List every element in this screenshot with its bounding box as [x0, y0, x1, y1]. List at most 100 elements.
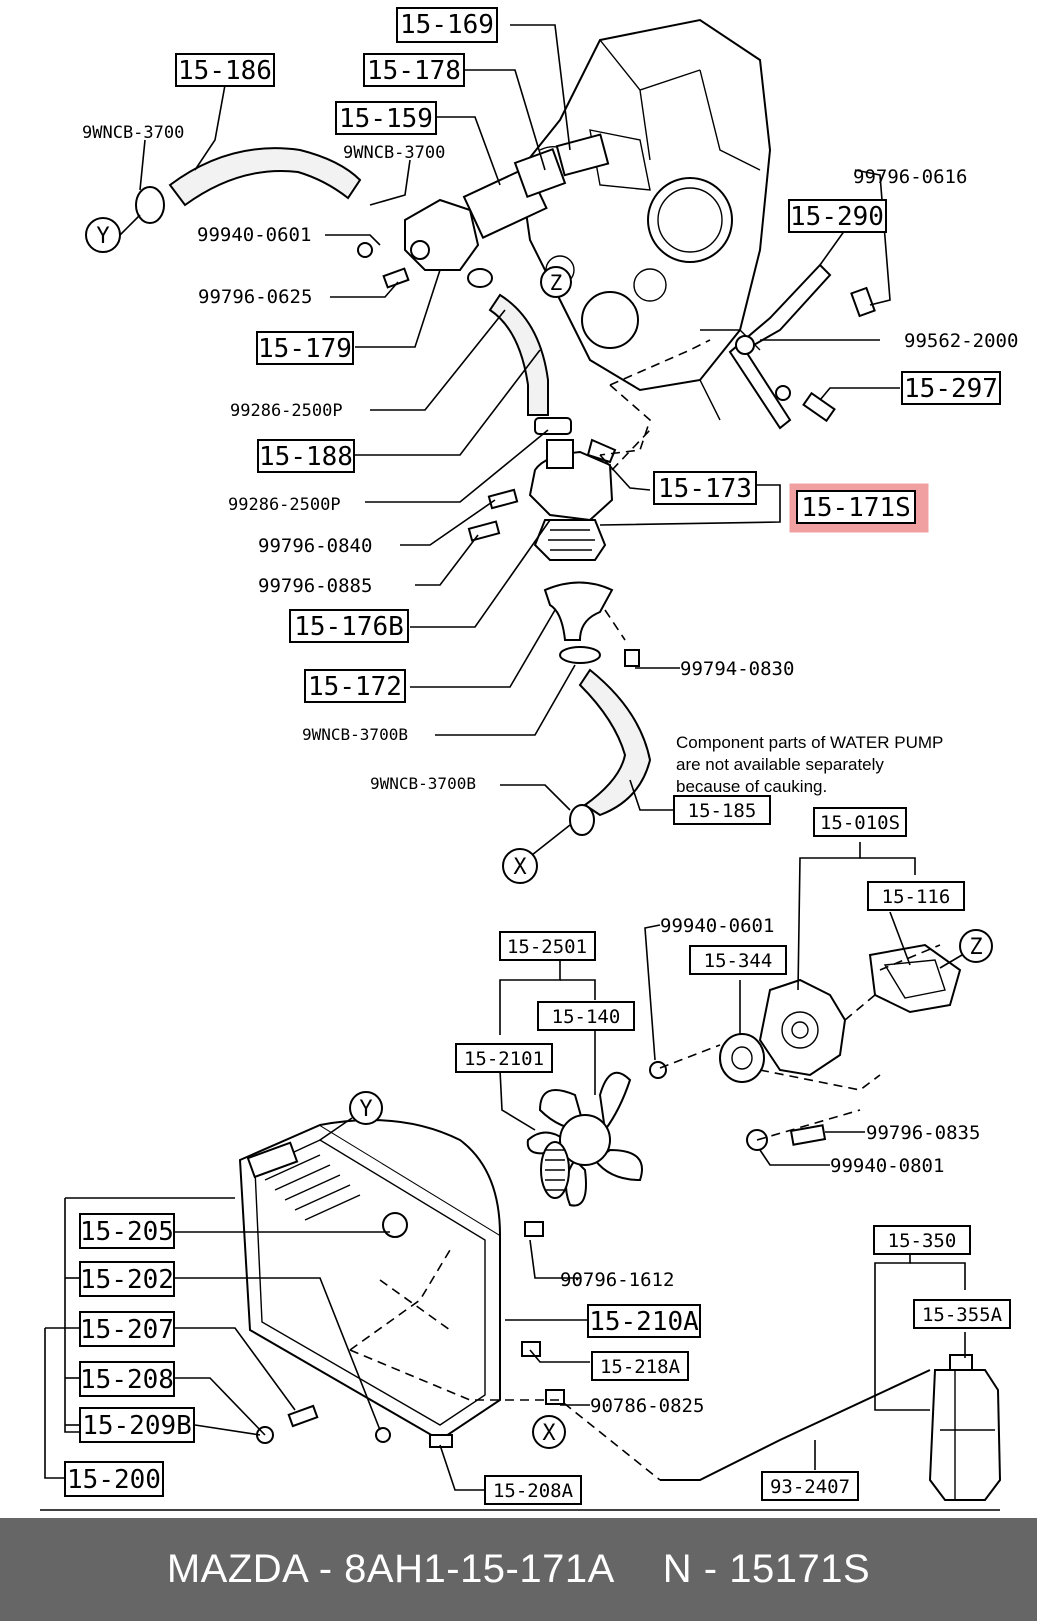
cooling-fan — [526, 1071, 643, 1207]
marker-y-top: Y — [85, 214, 141, 253]
water-pump-note: Component parts of WATER PUMP are not av… — [676, 733, 943, 796]
svg-text:because of cauking.: because of cauking. — [676, 777, 827, 796]
part-label-15-350[interactable]: 15-350 — [873, 1225, 971, 1255]
part-label-15-355A[interactable]: 15-355A — [913, 1299, 1011, 1329]
part-label-15-172[interactable]: 15-172 — [304, 669, 406, 703]
svg-text:15-185: 15-185 — [688, 800, 757, 822]
part-label-15-205[interactable]: 15-205 — [79, 1213, 175, 1249]
svg-text:15-172: 15-172 — [308, 672, 402, 702]
radiator — [238, 1119, 565, 1448]
label-99940-0601-a: 99940-0601 — [197, 224, 311, 246]
svg-text:X: X — [542, 1421, 556, 1446]
heater-pipe — [728, 263, 876, 430]
label-9wncb-3700-b: 9WNCB-3700 — [343, 143, 445, 163]
reservoir-tank — [928, 1354, 1002, 1501]
water-pump — [649, 943, 962, 1151]
part-label-15-159[interactable]: 15-159 — [335, 101, 437, 135]
svg-text:15-159: 15-159 — [339, 104, 433, 134]
part-label-15-297[interactable]: 15-297 — [901, 371, 1001, 405]
label-99796-0616: 99796-0616 — [853, 166, 967, 188]
svg-text:15-344: 15-344 — [704, 950, 773, 972]
bypass-hose — [488, 293, 572, 435]
part-label-15-179[interactable]: 15-179 — [256, 331, 354, 365]
lower-hose — [569, 668, 652, 836]
part-label-15-185[interactable]: 15-185 — [673, 795, 771, 825]
marker-x-radiator: X — [532, 1415, 566, 1449]
label-99286-2500p-b: 99286-2500P — [228, 495, 341, 515]
part-label-15-2101[interactable]: 15-2101 — [455, 1043, 553, 1073]
part-label-15-169[interactable]: 15-169 — [396, 7, 498, 43]
part-label-15-2501[interactable]: 15-2501 — [499, 931, 596, 961]
svg-text:Component parts of WATER PUMP: Component parts of WATER PUMP — [676, 733, 943, 752]
part-label-15-140[interactable]: 15-140 — [537, 1001, 635, 1031]
parts-diagram: 15-169 15-186 15-178 15-159 15-290 15-17… — [40, 7, 1018, 1511]
svg-text:are not available separately: are not available separately — [676, 755, 884, 774]
svg-text:93-2407: 93-2407 — [770, 1476, 850, 1498]
part-label-15-186[interactable]: 15-186 — [175, 53, 275, 87]
svg-text:15-355A: 15-355A — [922, 1304, 1003, 1326]
svg-text:Z: Z — [969, 935, 982, 960]
part-label-15-290[interactable]: 15-290 — [788, 199, 887, 233]
overflow-hose — [660, 1369, 931, 1481]
svg-text:15-297: 15-297 — [904, 374, 998, 404]
footer-bar: MAZDA - 8AH1-15-171A N - 15171S — [0, 1518, 1037, 1621]
part-label-15-200[interactable]: 15-200 — [64, 1461, 164, 1497]
marker-z-pump: Z — [939, 929, 993, 969]
svg-text:15-209B: 15-209B — [82, 1411, 192, 1441]
part-label-15-207[interactable]: 15-207 — [79, 1311, 175, 1347]
svg-text:15-200: 15-200 — [67, 1465, 161, 1495]
brand-part-number: MAZDA - 8AH1-15-171A — [166, 1547, 615, 1591]
svg-text:15-207: 15-207 — [80, 1315, 174, 1345]
label-99562-2000: 99562-2000 — [904, 330, 1018, 352]
svg-text:X: X — [513, 855, 527, 880]
assembly-dashes — [349, 339, 941, 1481]
part-label-15-171S[interactable]: 15-171S — [796, 490, 916, 524]
marker-y-radiator: Y — [319, 1091, 383, 1141]
svg-text:15-290: 15-290 — [790, 202, 884, 232]
part-label-15-116[interactable]: 15-116 — [867, 881, 965, 911]
svg-text:15-169: 15-169 — [400, 10, 494, 40]
svg-text:15-176B: 15-176B — [294, 612, 404, 642]
part-label-15-208A[interactable]: 15-208A — [484, 1475, 582, 1505]
svg-text:Y: Y — [96, 224, 109, 249]
part-label-15-176B[interactable]: 15-176B — [289, 609, 409, 643]
fastener-labels: 9WNCB-3700 9WNCB-3700 99940-0601 99796-0… — [82, 123, 1018, 1417]
svg-text:15-116: 15-116 — [882, 886, 951, 908]
engine-block — [518, 18, 772, 421]
part-label-15-202[interactable]: 15-202 — [79, 1261, 175, 1297]
part-label-15-210A[interactable]: 15-210A — [587, 1304, 701, 1338]
label-9wncb-3700-a: 9WNCB-3700 — [82, 123, 184, 143]
label-90796-1612: 90796-1612 — [560, 1269, 674, 1291]
part-label-15-173[interactable]: 15-173 — [653, 471, 757, 505]
part-label-15-010S[interactable]: 15-010S — [813, 807, 907, 837]
svg-text:15-186: 15-186 — [178, 56, 272, 86]
part-label-15-188[interactable]: 15-188 — [257, 439, 355, 473]
upper-hose — [135, 147, 362, 224]
part-label-93-2407[interactable]: 93-2407 — [761, 1471, 859, 1501]
svg-text:15-210A: 15-210A — [589, 1307, 699, 1337]
svg-text:15-2501: 15-2501 — [507, 936, 587, 958]
thermostat-housing — [357, 133, 610, 289]
svg-text:15-350: 15-350 — [888, 1230, 957, 1252]
svg-text:15-2101: 15-2101 — [464, 1048, 544, 1070]
part-label-15-208[interactable]: 15-208 — [79, 1361, 175, 1397]
svg-text:15-218A: 15-218A — [600, 1356, 681, 1378]
label-99940-0801: 99940-0801 — [830, 1155, 944, 1177]
part-label-15-218A[interactable]: 15-218A — [591, 1351, 689, 1381]
part-label-15-178[interactable]: 15-178 — [363, 53, 465, 87]
label-99794-0830: 99794-0830 — [680, 658, 794, 680]
svg-text:15-208: 15-208 — [80, 1365, 174, 1395]
label-90786-0825: 90786-0825 — [590, 1395, 704, 1417]
svg-text:15-173: 15-173 — [658, 474, 752, 504]
label-99286-2500p-a: 99286-2500P — [230, 401, 343, 421]
label-9wncb-3700b-a: 9WNCB-3700B — [302, 725, 408, 744]
label-99796-0625: 99796-0625 — [198, 286, 312, 308]
alternate-part-number: N - 15171S — [662, 1547, 871, 1591]
part-label-15-209B[interactable]: 15-209B — [79, 1407, 195, 1443]
part-label-15-344[interactable]: 15-344 — [689, 945, 787, 975]
label-9wncb-3700b-b: 9WNCB-3700B — [370, 774, 476, 793]
marker-x-middle: X — [502, 824, 571, 884]
svg-text:15-171S: 15-171S — [801, 493, 911, 523]
svg-text:Y: Y — [359, 1097, 372, 1122]
svg-text:15-202: 15-202 — [80, 1265, 174, 1295]
